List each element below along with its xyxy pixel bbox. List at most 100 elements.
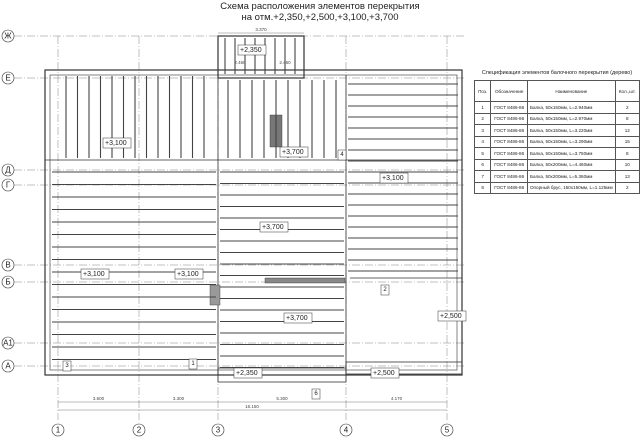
spec-designation: ГОСТ 8486-86: [490, 135, 528, 148]
title-line-2: на отм.+2,350,+2,500,+3,100,+3,700: [241, 12, 399, 23]
level-mark: +2,350: [240, 47, 262, 54]
dimension-label: 3.300: [173, 396, 185, 401]
axis-label-h: 5: [445, 426, 450, 435]
spec-designation: ГОСТ 8486-86: [490, 101, 528, 114]
spec-name: Опорный брус, 150х150мм, L=1.125мм: [526, 181, 616, 194]
position-mark: 1: [191, 361, 195, 367]
axis-label-v: А: [5, 362, 11, 371]
support-beam: [264, 277, 346, 284]
spec-name: Балка, 50х200мм, L=5.360мм: [526, 170, 616, 183]
spec-qty: 8: [614, 112, 640, 125]
axis-label-h: 3: [216, 426, 221, 435]
axis-bubble: [1, 258, 15, 272]
bay-wall: [217, 35, 305, 79]
porch-wall: [345, 361, 463, 375]
level-mark-box: [437, 310, 467, 322]
level-mark-box: [102, 137, 132, 149]
level-mark-box: [80, 268, 110, 280]
spec-name: Балка, 50х150мм, L=2.940мм: [526, 101, 616, 114]
dimension-label: 4.170: [391, 396, 403, 401]
title-line-1: Схема расположения элементов перекрытия: [220, 1, 420, 12]
spec-header-name: Наименование: [526, 80, 616, 102]
level-mark: +2,500: [373, 370, 395, 377]
spec-name: Балка, 50х150мм, L=3.750мм: [526, 147, 616, 160]
spec-designation: ГОСТ 8486-86: [490, 181, 528, 194]
spec-designation: ГОСТ 8486-86: [490, 170, 528, 183]
axis-bubble: [1, 71, 15, 85]
axis-label-v: Ж: [4, 32, 12, 41]
level-mark-box: [379, 172, 409, 184]
axis-label-h: 1: [56, 426, 61, 435]
axis-bubble: [51, 423, 65, 437]
level-mark: +3,100: [83, 271, 105, 278]
drawing-title: Схема расположения элементов перекрытия …: [200, 1, 440, 23]
spec-caption: Спецификация элементов балочного перекры…: [481, 70, 633, 76]
spec-header-pos: Поз.: [473, 80, 492, 102]
position-mark-box: [380, 284, 390, 296]
level-mark-box: [279, 146, 309, 158]
spec-qty: 2: [614, 181, 640, 194]
axis-label-h: 2: [137, 426, 142, 435]
dimension-label: 5.300: [276, 396, 288, 401]
spec-qty: 12: [614, 124, 640, 137]
dimension-label: 3.600: [93, 396, 105, 401]
spec-pos: 2: [473, 112, 492, 125]
spec-qty: 10: [614, 158, 640, 171]
position-mark-box: [62, 360, 72, 372]
spec-designation: ГОСТ 8486-86: [490, 112, 528, 125]
spec-pos: 7: [473, 170, 492, 183]
level-mark: +3,700: [286, 315, 308, 322]
axis-bubble: [1, 178, 15, 192]
level-mark: +3,100: [105, 140, 127, 147]
axis-bubble: [211, 423, 225, 437]
spec-name: Балка, 50х200мм, L=4.460мм: [526, 158, 616, 171]
spec-pos: 5: [473, 147, 492, 160]
spec-qty: 15: [614, 135, 640, 148]
position-mark: 4: [340, 152, 344, 158]
spec-qty: 8: [614, 147, 640, 160]
level-mark-box: [233, 367, 263, 379]
axis-label-v: Е: [5, 74, 10, 83]
floor-plan: 1 2 3 4 5 Ж Е ДГ ВБ А1А +2,350 +3,100 +3,700 +3,100 +3…: [1, 27, 467, 437]
level-mark: +2,350: [236, 370, 258, 377]
spec-header-qty: Кол.,шт.: [614, 80, 640, 102]
level-mark-box: [237, 44, 267, 56]
axis-bubble: [1, 275, 15, 289]
spec-qty: 2: [614, 101, 640, 114]
spec-pos: 4: [473, 135, 492, 148]
dimension-total: 16.150: [245, 404, 259, 409]
axis-bubble: [1, 29, 15, 43]
spec-name: Балка, 50х150мм, L=3.220мм: [526, 124, 616, 137]
spec-pos: 1: [473, 101, 492, 114]
axis-bubble: [132, 423, 146, 437]
spec-qty: 13: [614, 170, 640, 183]
axis-label-v: Д: [5, 166, 11, 175]
specification-table: Спецификация элементов балочного перекры…: [473, 70, 640, 194]
level-mark-box: [259, 221, 289, 233]
level-mark: +3,700: [282, 149, 304, 156]
position-mark-box: [337, 149, 347, 161]
spec-pos: 3: [473, 124, 492, 137]
axis-label-v: Б: [5, 278, 10, 287]
axis-bubble: [339, 423, 353, 437]
axis-label-v: В: [5, 261, 10, 270]
position-mark: 2: [383, 287, 387, 293]
axis-label-v: А1: [3, 339, 13, 348]
dimension-label: 3.370: [255, 27, 267, 32]
axis-bubble: [440, 423, 454, 437]
level-mark-box: [174, 268, 204, 280]
spec-designation: ГОСТ 8486-86: [490, 124, 528, 137]
axis-bubble: [1, 359, 15, 373]
spec-designation: ГОСТ 8486-86: [490, 158, 528, 171]
axis-label-v: Г: [6, 181, 11, 190]
position-mark: 3: [65, 363, 69, 369]
position-mark-box: [311, 388, 321, 400]
axis-bubble: [1, 336, 15, 350]
spec-pos: 8: [473, 181, 492, 194]
